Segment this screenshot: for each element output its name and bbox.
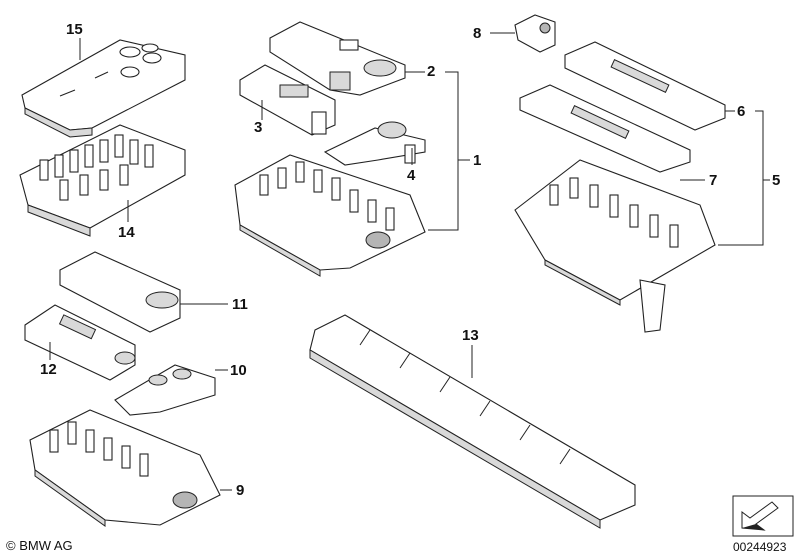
part-3-bracket <box>239 64 336 136</box>
part-11-cover <box>59 251 181 333</box>
callout-11: 11 <box>232 296 248 313</box>
callout-5: 5 <box>772 172 781 189</box>
callout-2: 2 <box>427 63 436 80</box>
copyright-label: © BMW AG <box>6 538 73 553</box>
diagram-number: 00244923 <box>733 540 787 554</box>
part-13-connector-strip <box>309 314 636 529</box>
direction-arrow-icon <box>732 495 794 537</box>
part-5-fuse-box <box>514 159 716 333</box>
part-15-cover <box>21 39 186 138</box>
callout-8: 8 <box>473 25 482 42</box>
callout-7: 7 <box>709 172 718 189</box>
callout-1: 1 <box>473 152 482 169</box>
part-12-bracket <box>24 304 136 381</box>
leader-lines <box>49 32 770 491</box>
callout-4: 4 <box>407 167 416 184</box>
part-10-bridge <box>114 364 216 416</box>
part-14-fuse-box <box>19 124 186 237</box>
callout-3: 3 <box>254 119 263 136</box>
callout-14: 14 <box>118 224 135 241</box>
callout-15: 15 <box>66 21 83 38</box>
callout-13: 13 <box>462 327 479 344</box>
callout-6: 6 <box>737 103 746 120</box>
callout-10: 10 <box>230 362 247 379</box>
part-6-cover <box>519 41 726 173</box>
callout-12: 12 <box>40 361 57 378</box>
callout-9: 9 <box>236 482 245 499</box>
part-2-cover <box>269 21 406 96</box>
part-4-bridge <box>323 121 426 166</box>
part-9-fuse-box <box>29 409 221 527</box>
part-8-clip <box>514 14 556 53</box>
part-1-fuse-box <box>234 154 426 277</box>
